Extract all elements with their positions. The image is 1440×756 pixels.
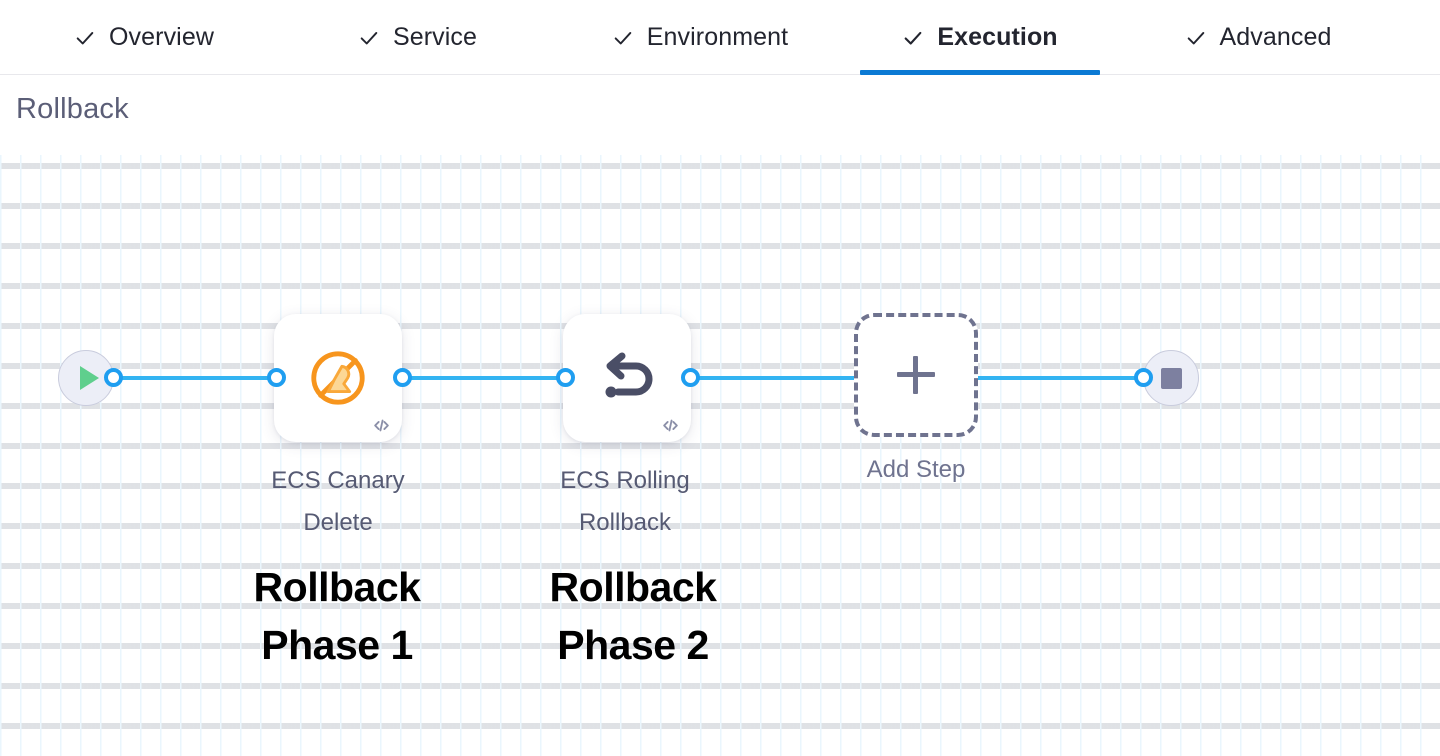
tab-advanced[interactable]: Advanced (1148, 0, 1368, 75)
step-label-ecs-canary-delete: ECS Canary Delete (271, 467, 405, 536)
tab-label-service: Service (392, 23, 478, 51)
connector-start-to-canary (108, 376, 288, 380)
pipeline-canvas[interactable]: Rollback (0, 75, 1440, 756)
check-icon (902, 27, 924, 49)
step-ecs-canary-delete[interactable] (274, 314, 402, 442)
play-icon (79, 366, 99, 390)
step-label-ecs-rolling-rollback: ECS Rolling Rollback (560, 467, 690, 536)
add-step-button[interactable] (854, 313, 978, 437)
tab-service[interactable]: Service (330, 0, 505, 75)
annotation-rollback-phase-1: Rollback Phase 1 (253, 564, 421, 668)
tab-label-environment: Environment (646, 23, 789, 51)
port-rolling-out[interactable] (681, 368, 700, 387)
connector-canary-to-rolling (396, 376, 578, 380)
code-badge-icon (662, 417, 679, 434)
port-end-in[interactable] (1134, 368, 1153, 387)
connector-rolling-to-add (684, 376, 864, 380)
rollback-arrow-icon (563, 314, 691, 442)
tab-overview[interactable]: Overview (44, 0, 244, 75)
check-icon (612, 27, 634, 49)
stage-title: Rollback (16, 93, 129, 125)
flow-graph: ECS Canary Delete ECS Rolling Rollback (0, 75, 1440, 756)
plus-icon (897, 356, 935, 394)
check-icon (74, 27, 96, 49)
annotation-rollback-phase-2: Rollback Phase 2 (549, 564, 717, 668)
add-step-label: Add Step (866, 456, 966, 483)
tab-label-execution: Execution (937, 23, 1058, 51)
tab-environment[interactable]: Environment (582, 0, 818, 75)
canvas-title-band (0, 75, 1440, 155)
active-tab-underline (860, 70, 1100, 75)
port-rolling-in[interactable] (556, 368, 575, 387)
stop-icon (1160, 367, 1182, 389)
pipeline-start-node[interactable] (58, 350, 114, 406)
check-icon (358, 27, 380, 49)
pipeline-tab-bar: Overview Service Environment Execution A… (0, 0, 1440, 75)
ecs-canary-delete-icon (274, 314, 402, 442)
port-canary-out[interactable] (393, 368, 412, 387)
step-ecs-rolling-rollback[interactable] (563, 314, 691, 442)
tab-label-advanced: Advanced (1219, 23, 1332, 51)
check-icon (1185, 27, 1207, 49)
code-badge-icon (373, 417, 390, 434)
port-canary-in[interactable] (267, 368, 286, 387)
tab-label-overview: Overview (109, 23, 214, 51)
tab-execution[interactable]: Execution (860, 0, 1100, 75)
port-start-out[interactable] (104, 368, 123, 387)
connector-add-to-end (970, 376, 1152, 380)
